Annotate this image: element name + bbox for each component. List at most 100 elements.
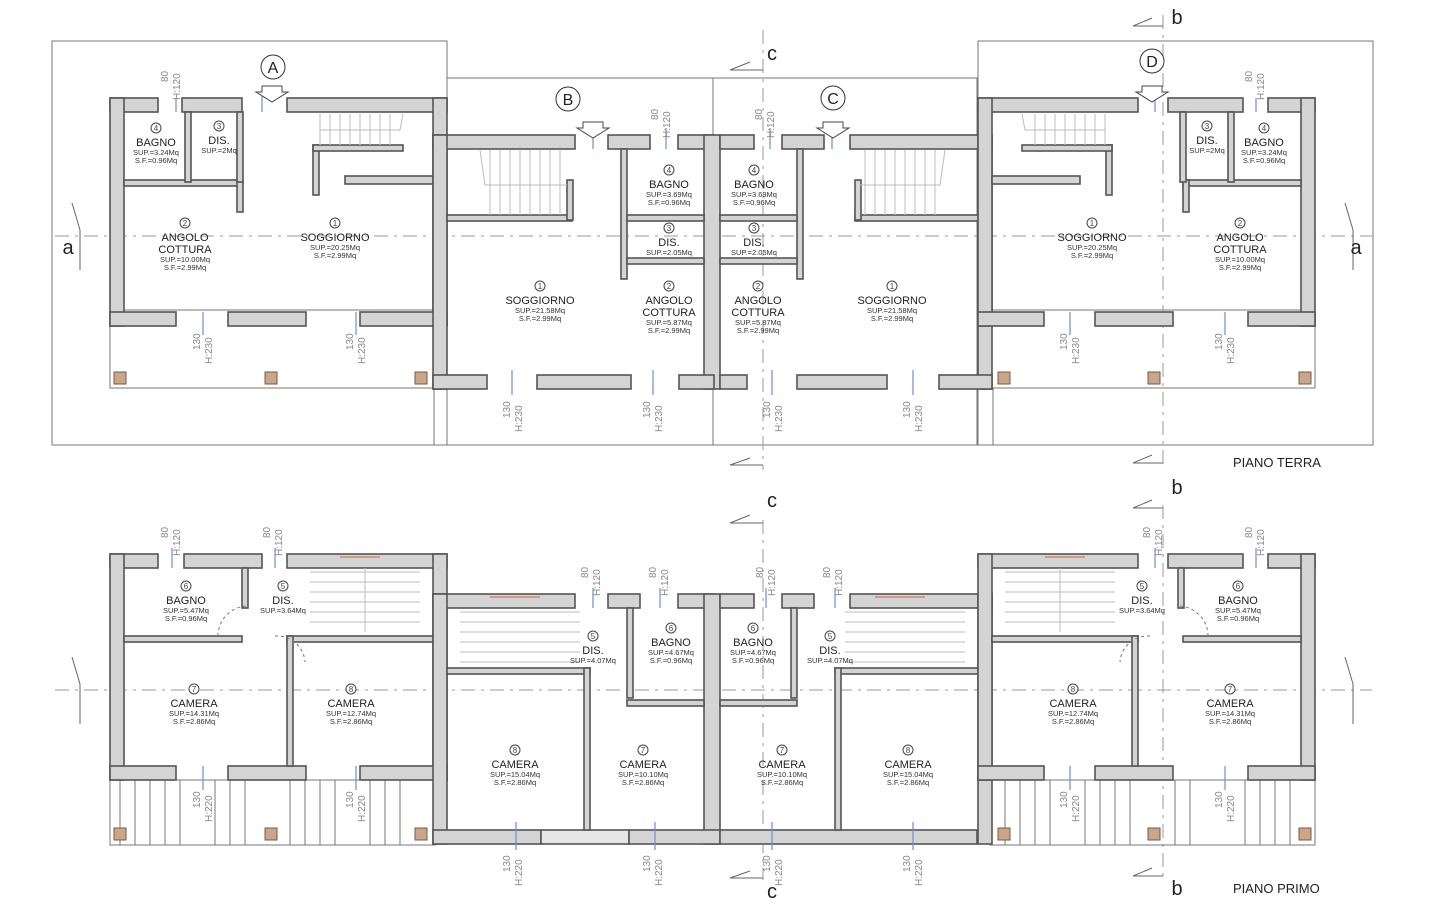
room-number: 1 — [333, 219, 338, 228]
room-window-area: S.F.=0.96Mq — [648, 198, 690, 207]
room-name: BAGNO — [734, 179, 774, 191]
stair-unit-a — [319, 113, 404, 145]
room-number: 1 — [1090, 219, 1095, 228]
room-name: CAMERA — [884, 759, 932, 771]
room-window-area: S.F.=0.96Mq — [1217, 614, 1259, 623]
room-area: SUP.=5.47Mq — [163, 606, 209, 615]
room-name: ANGOLO — [1216, 232, 1264, 244]
dim-width-label: 130 — [1214, 791, 1225, 808]
room-name: ANGOLO — [161, 232, 209, 244]
room-window-area: S.F.=0.96Mq — [135, 156, 177, 165]
room-number: 7 — [1228, 685, 1233, 694]
room-area: SUP.=20.25Mq — [1067, 243, 1117, 252]
piano-terra-plan: A B C D a a c b c b PIANO TERRA — [51, 7, 1374, 512]
room-name: DIS. — [658, 237, 679, 249]
room-name: ANGOLO — [645, 295, 693, 307]
room-name: CAMERA — [758, 759, 806, 771]
room-number: 8 — [906, 746, 911, 755]
dim-height-label: H:120 — [1154, 529, 1165, 556]
room-number: 3 — [667, 224, 672, 233]
dim-height-label: H:230 — [774, 405, 785, 432]
floor-title-terra: PIANO TERRA — [1233, 455, 1321, 470]
room-number-circle — [534, 280, 546, 292]
dim-height-label: H:230 — [357, 337, 368, 364]
room-area: SUP.=21.58Mq — [867, 306, 917, 315]
room-number: 2 — [1238, 219, 1243, 228]
dim-height-label: H:120 — [592, 569, 603, 596]
dim-height-label: H:220 — [774, 859, 785, 886]
room-number-circle — [329, 217, 341, 229]
room-number-circle — [179, 217, 191, 229]
room-area: SUP.=2Mq — [1189, 146, 1225, 155]
room-area: SUP.=14.31Mq — [1205, 709, 1255, 718]
room-number-circle — [748, 164, 760, 176]
room-number-circle — [1067, 683, 1079, 695]
room-area: SUP.=15.04Mq — [883, 770, 933, 779]
section-letter-c-mid: c — [767, 490, 777, 512]
dim-width-label: 130 — [642, 855, 653, 872]
room-name: BAGNO — [136, 137, 176, 149]
section-letter-b-mid: b — [1171, 477, 1182, 499]
room-area: SUP.=12.74Mq — [1048, 709, 1098, 718]
room-name-line2: COTTURA — [731, 307, 785, 319]
room-number: 3 — [1205, 122, 1210, 131]
room-number-circle — [150, 122, 162, 134]
room-area: SUP.=2Mq — [201, 146, 237, 155]
room-window-area: S.F.=2.99Mq — [164, 263, 206, 272]
room-name-line2: COTTURA — [1213, 244, 1267, 256]
room-window-area: S.F.=2.86Mq — [622, 778, 664, 787]
room-number: 4 — [667, 166, 672, 175]
dim-width-label: 130 — [902, 401, 913, 418]
room-area: SUP.=10.00Mq — [1215, 255, 1265, 264]
room-window-area: S.F.=2.86Mq — [330, 717, 372, 726]
room-name: ANGOLO — [734, 295, 782, 307]
entry-arrow-a — [254, 85, 290, 103]
room-number-circle — [213, 120, 225, 132]
room-number-circle — [1086, 217, 1098, 229]
dim-width-label: 130 — [762, 401, 773, 418]
room-name: CAMERA — [170, 698, 218, 710]
room-name: BAGNO — [1244, 137, 1284, 149]
unit-label-b: B — [563, 92, 574, 109]
room-name: DIS. — [582, 645, 603, 657]
room-window-area: S.F.=2.99Mq — [1219, 263, 1261, 272]
stair-unit-d — [1021, 113, 1106, 145]
room-number-circle — [1201, 120, 1213, 132]
section-marks-terra — [71, 17, 1354, 466]
dim-width-label: 80 — [160, 70, 171, 82]
unit-marker-d — [1139, 48, 1165, 74]
floor-title-primo: PIANO PRIMO — [1233, 881, 1320, 896]
room-number-circle — [752, 280, 764, 292]
room-number-circle — [663, 280, 675, 292]
room-number: 5 — [591, 632, 596, 641]
room-number: 3 — [752, 224, 757, 233]
room-window-area: S.F.=2.86Mq — [1209, 717, 1251, 726]
room-name: BAGNO — [1218, 595, 1258, 607]
piano-primo-plan: c b PIANO PRIMO — [55, 499, 1372, 903]
dim-height-label: H:220 — [1226, 795, 1237, 822]
entry-arrow-c — [815, 121, 851, 139]
room-name: CAMERA — [1049, 698, 1097, 710]
dim-width-label: 130 — [1059, 791, 1070, 808]
room-area: SUP.=20.25Mq — [310, 243, 360, 252]
dim-height-label: H:230 — [914, 405, 925, 432]
room-number: 2 — [756, 282, 761, 291]
room-name: CAMERA — [327, 698, 375, 710]
dim-width-label: 130 — [502, 855, 513, 872]
room-name-line2: COTTURA — [642, 307, 696, 319]
dim-width-label: 80 — [754, 108, 765, 120]
room-area: SUP.=2.05Mq — [646, 248, 692, 257]
dim-height-label: H:220 — [204, 795, 215, 822]
room-area: SUP.=4.07Mq — [570, 656, 616, 665]
room-area: SUP.=4.07Mq — [807, 656, 853, 665]
room-number-circle — [1224, 683, 1236, 695]
room-area: SUP.=3.24Mq — [1241, 148, 1287, 157]
dim-width-label: 80 — [648, 566, 659, 578]
dim-width-label: 80 — [262, 526, 273, 538]
room-number-circle — [509, 744, 521, 756]
room-number: 8 — [513, 746, 518, 755]
room-name: SOGGIORNO — [505, 295, 575, 307]
room-number-circle — [1234, 217, 1246, 229]
room-number: 5 — [1140, 582, 1145, 591]
